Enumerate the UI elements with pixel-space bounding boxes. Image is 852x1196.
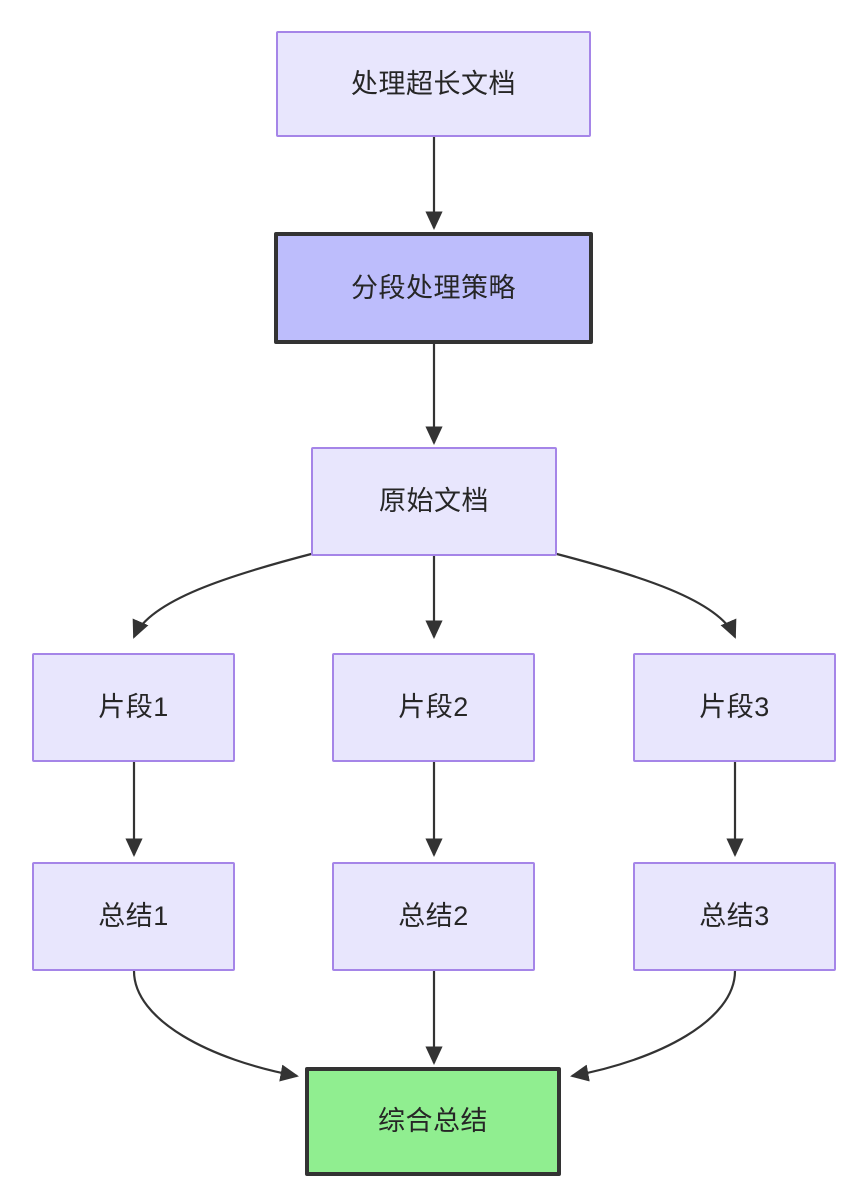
- node-label: 处理超长文档: [351, 68, 516, 99]
- node-chunk-1[interactable]: 片段1: [32, 653, 235, 762]
- node-summary-2[interactable]: 总结2: [332, 862, 535, 971]
- node-label: 总结2: [398, 901, 469, 932]
- node-summary-3[interactable]: 总结3: [633, 862, 836, 971]
- node-label: 总结3: [699, 901, 770, 932]
- node-label: 总结1: [98, 901, 169, 932]
- node-source-document[interactable]: 原始文档: [311, 447, 557, 556]
- node-process-long-document[interactable]: 处理超长文档: [276, 31, 591, 137]
- node-label: 片段1: [98, 692, 169, 723]
- node-label: 综合总结: [378, 1106, 488, 1137]
- node-summary-1[interactable]: 总结1: [32, 862, 235, 971]
- node-label: 片段3: [699, 692, 770, 723]
- node-label: 片段2: [398, 692, 469, 723]
- node-chunk-3[interactable]: 片段3: [633, 653, 836, 762]
- node-chunk-2[interactable]: 片段2: [332, 653, 535, 762]
- node-chunking-strategy[interactable]: 分段处理策略: [274, 232, 593, 344]
- node-label: 分段处理策略: [351, 272, 516, 303]
- node-final-summary[interactable]: 综合总结: [305, 1067, 561, 1176]
- edge-source-to-chunk3: [552, 551, 737, 639]
- edge-source-to-chunk1: [132, 551, 316, 639]
- node-label: 原始文档: [379, 486, 489, 517]
- edge-summary1-to-final: [132, 970, 299, 1082]
- edge-summary3-to-final: [570, 970, 737, 1082]
